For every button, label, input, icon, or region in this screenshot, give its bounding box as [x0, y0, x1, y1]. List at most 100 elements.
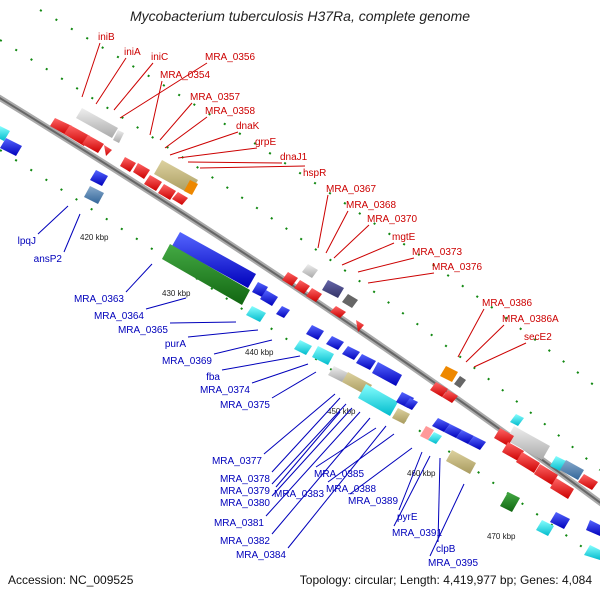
gene-label: MRA_0395: [428, 558, 478, 569]
label-leader-line: [367, 272, 435, 284]
gene-block: [326, 336, 344, 350]
label-leader-line: [159, 102, 193, 141]
gene-block: [144, 175, 162, 191]
label-leader-line: [341, 242, 395, 266]
tick-label: 450 kbp: [327, 407, 356, 416]
gene-block: [468, 436, 486, 450]
label-leader-line: [271, 407, 353, 497]
gene-label: MRA_0357: [190, 92, 240, 103]
gene-label: MRA_0369: [162, 356, 212, 367]
gene-label: MRA_0379: [220, 486, 270, 497]
label-leader-line: [187, 161, 283, 164]
gene-block: [372, 362, 402, 386]
label-leader-line: [357, 257, 415, 273]
gene-label: MRA_0386A: [502, 314, 559, 325]
gene-block: [356, 320, 364, 332]
gene-label: secE2: [524, 332, 552, 343]
gene-label: iniB: [98, 32, 115, 43]
gene-label: MRA_0370: [367, 214, 417, 225]
gene-block: [510, 414, 524, 426]
gene-block: [0, 126, 10, 141]
gene-label: lpqJ: [18, 236, 36, 247]
label-leader-line: [145, 297, 187, 310]
gene-block: [158, 184, 176, 200]
label-leader-line: [457, 308, 485, 358]
gene-label: MRA_0367: [326, 184, 376, 195]
gene-block: [294, 340, 312, 355]
gene-block: [456, 430, 474, 444]
label-leader-line: [317, 194, 329, 249]
gene-label: MRA_0385: [314, 469, 364, 480]
label-leader-line: [271, 397, 341, 473]
gene-block: [534, 464, 558, 485]
label-leader-line: [213, 339, 273, 355]
gene-block: [560, 460, 584, 480]
gene-label: MRA_0382: [220, 536, 270, 547]
tick-label: 470 kbp: [487, 532, 516, 541]
label-leader-line: [333, 224, 370, 259]
gene-block: [342, 346, 360, 360]
label-leader-line: [164, 116, 208, 149]
gene-block: [440, 366, 458, 382]
gene-label: clpB: [436, 544, 456, 555]
gene-block: [113, 130, 124, 143]
label-leader-line: [119, 62, 208, 119]
gene-block: [306, 288, 322, 302]
gene-block: [446, 450, 476, 474]
map-title: Mycobacterium tuberculosis H37Ra, comple…: [129, 8, 471, 24]
gene-block: [358, 384, 398, 416]
label-leader-line: [275, 411, 341, 488]
label-leader-line: [199, 165, 306, 169]
label-leader-line: [113, 62, 154, 111]
gene-block: [342, 294, 358, 308]
gene-label: MRA_0375: [220, 400, 270, 411]
gene-block: [430, 382, 448, 397]
gene-label: MRA_0356: [205, 52, 255, 63]
gene-block: [404, 398, 418, 410]
gene-block: [302, 264, 318, 278]
gene-block: [586, 520, 600, 536]
gene-label: pyrE: [397, 512, 418, 523]
gene-label: iniA: [124, 47, 141, 58]
forward-strand-genes: [50, 108, 598, 499]
gene-label: MRA_0391: [392, 528, 442, 539]
label-leader-line: [169, 321, 237, 324]
gene-block: [246, 306, 266, 322]
label-leader-line: [169, 131, 239, 156]
gene-block: [133, 163, 150, 179]
gene-block: [500, 492, 520, 512]
gene-label: hspR: [303, 168, 326, 179]
gene-block: [172, 232, 256, 288]
label-leader-line: [81, 42, 101, 98]
label-leader-line: [429, 483, 465, 557]
label-leader-line: [473, 342, 527, 368]
gene-label: MRA_0354: [160, 70, 210, 81]
gene-label: MRA_0373: [412, 247, 462, 258]
label-leader-line: [63, 213, 81, 253]
gene-block: [536, 520, 554, 536]
gene-block: [356, 354, 376, 370]
gene-label: MRA_0376: [432, 262, 482, 273]
label-leader-line: [325, 210, 349, 254]
gene-label: dnaJ1: [280, 152, 308, 163]
gene-block: [312, 346, 334, 365]
label-leader-line: [271, 371, 317, 399]
reverse-strand-genes: [0, 126, 600, 560]
label-leader-line: [177, 147, 258, 159]
gene-block: [516, 452, 540, 473]
gene-block: [330, 306, 346, 318]
gene-label: MRA_0358: [205, 106, 255, 117]
label-leader-line: [465, 324, 505, 363]
gene-block: [172, 192, 188, 205]
label-leader-line: [149, 80, 163, 136]
gene-block: [392, 408, 410, 424]
genome-summary: Topology: circular; Length: 4,419,977 bp…: [299, 573, 592, 587]
gene-label: MRA_0377: [212, 456, 262, 467]
label-leader-line: [263, 393, 336, 455]
gene-label: dnaK: [236, 121, 260, 132]
label-leader-line: [37, 205, 69, 235]
gene-label: MRA_0381: [214, 518, 264, 529]
